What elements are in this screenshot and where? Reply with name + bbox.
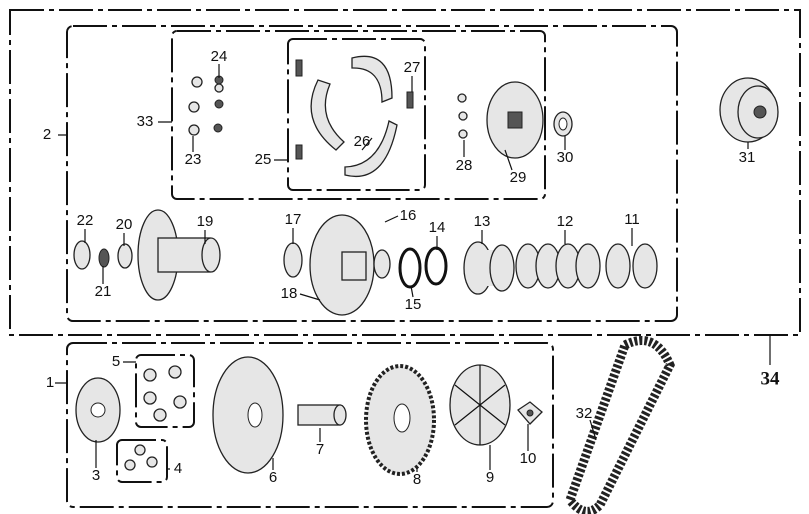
label-2: 2 bbox=[43, 126, 51, 143]
label-31: 31 bbox=[739, 149, 756, 166]
label-7: 7 bbox=[316, 441, 324, 458]
label-17: 17 bbox=[285, 211, 302, 228]
label-33: 33 bbox=[137, 113, 154, 130]
bushing-7 bbox=[297, 404, 347, 426]
clutch-shoe-box bbox=[171, 30, 546, 200]
springs-11-13 bbox=[463, 241, 658, 295]
fan-9 bbox=[449, 364, 511, 446]
drive-face-6 bbox=[212, 356, 284, 474]
label-27: 27 bbox=[404, 59, 421, 76]
label-6: 6 bbox=[269, 469, 277, 486]
label-19: 19 bbox=[197, 213, 214, 230]
belt-32 bbox=[564, 336, 675, 514]
label-4: 4 bbox=[174, 460, 182, 477]
label-29: 29 bbox=[510, 169, 527, 186]
label-20: 20 bbox=[116, 216, 133, 233]
label-21: 21 bbox=[95, 283, 112, 300]
sliders-4 bbox=[124, 444, 158, 471]
label-14: 14 bbox=[429, 219, 446, 236]
bearings-20-22 bbox=[73, 240, 133, 270]
driven-face-19 bbox=[137, 209, 221, 301]
label-16: 16 bbox=[400, 207, 417, 224]
clutch-bell-31 bbox=[719, 77, 779, 143]
roller-box-5 bbox=[135, 354, 195, 428]
label-12: 12 bbox=[557, 213, 574, 230]
label-15: 15 bbox=[405, 296, 422, 313]
label-10: 10 bbox=[520, 450, 537, 467]
label-11: 11 bbox=[624, 211, 640, 228]
label-24: 24 bbox=[211, 48, 228, 65]
label-13: 13 bbox=[474, 213, 491, 230]
drive-pulley-box-1 bbox=[66, 342, 554, 508]
label-30: 30 bbox=[557, 149, 574, 166]
small-parts-24-23 bbox=[188, 75, 224, 136]
drive-gear-8 bbox=[364, 364, 436, 476]
label-25: 25 bbox=[255, 151, 272, 168]
label-5: 5 bbox=[112, 353, 120, 370]
movable-driven-face-18 bbox=[283, 214, 448, 316]
label-34: 34 bbox=[761, 368, 781, 389]
label-32: 32 bbox=[576, 405, 593, 422]
label-22: 22 bbox=[77, 212, 94, 229]
outer-box-34 bbox=[9, 9, 801, 336]
clutch-shoes bbox=[295, 55, 414, 177]
label-3: 3 bbox=[92, 467, 100, 484]
label-9: 9 bbox=[486, 469, 494, 486]
washer-10 bbox=[517, 401, 543, 425]
slider-box-4 bbox=[116, 439, 168, 483]
label-23: 23 bbox=[185, 151, 202, 168]
label-8: 8 bbox=[413, 471, 421, 488]
rollers-5 bbox=[143, 365, 187, 422]
clutch-plate-29 bbox=[457, 81, 544, 159]
label-26: 26 bbox=[354, 133, 371, 150]
shoe-subbox bbox=[287, 38, 426, 191]
ramp-plate-3 bbox=[75, 377, 121, 443]
clutch-assembly-box-2 bbox=[66, 25, 678, 322]
label-18: 18 bbox=[281, 285, 298, 302]
label-28: 28 bbox=[456, 157, 473, 174]
label-1: 1 bbox=[46, 374, 54, 391]
nut-30 bbox=[553, 111, 573, 137]
